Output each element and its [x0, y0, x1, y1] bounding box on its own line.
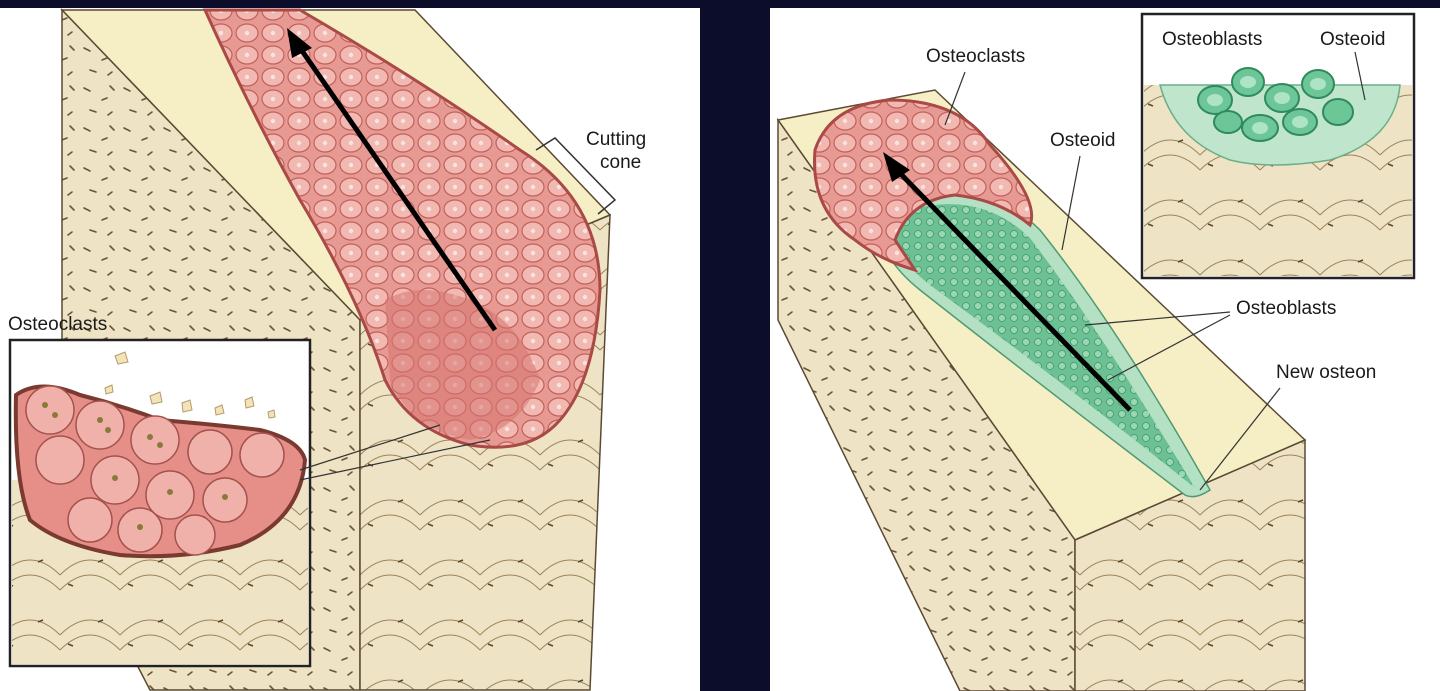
right-osteoclasts-pointer	[944, 71, 966, 126]
resorption-direction-arrow	[287, 28, 498, 332]
cutting-cone-bracket	[535, 137, 617, 215]
left-inset	[8, 338, 312, 668]
left-inset-connector	[299, 424, 491, 481]
right-osteoblasts-pointers	[1084, 311, 1231, 381]
right-osteoid-pointer	[1061, 155, 1081, 251]
formation-direction-arrow	[883, 152, 1132, 412]
right-inset	[1140, 12, 1416, 280]
left-osteoclasts-label: Osteoclasts	[8, 314, 107, 335]
inset-osteoid-label: Osteoid	[1320, 29, 1385, 50]
inset-osteoid-pointer	[1354, 51, 1366, 101]
right-osteoclast-cap	[813, 98, 1034, 273]
right-new-osteon-label: New osteon	[1276, 362, 1376, 383]
cutting-cone-label-line2: cone	[600, 152, 641, 173]
right-new-osteon-pointer	[1199, 387, 1281, 491]
right-osteoblasts-label: Osteoblasts	[1236, 298, 1336, 319]
cutting-cone	[202, 8, 602, 449]
inset-osteoblasts-label: Osteoblasts	[1162, 29, 1262, 50]
cutting-cone-label-line1: Cutting	[586, 129, 646, 150]
right-osteoclasts-label: Osteoclasts	[926, 46, 1025, 67]
right-osteoid-label: Osteoid	[1050, 130, 1115, 151]
